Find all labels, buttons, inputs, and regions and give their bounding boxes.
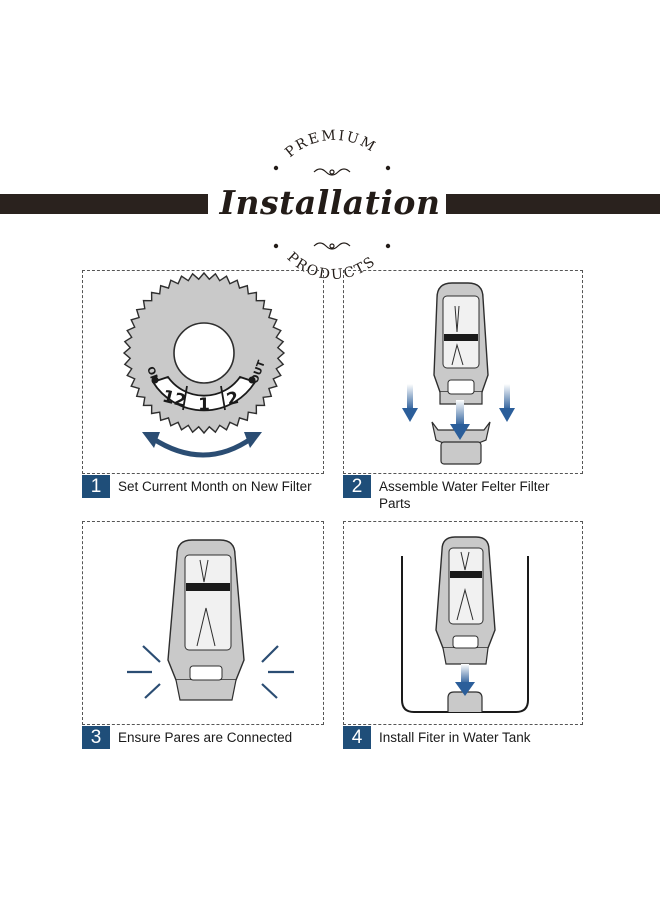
ornament-dot <box>385 165 391 171</box>
header-bar-left <box>0 194 208 214</box>
down-arrow-icon <box>499 384 515 422</box>
down-arrow-icon <box>455 664 475 696</box>
out-dot-icon <box>248 376 256 384</box>
step-2-caption: Assemble Water Felter Filter Parts <box>379 479 550 511</box>
connector-part-icon <box>442 647 489 665</box>
month-divider <box>182 385 188 411</box>
down-arrow-icon <box>402 384 418 422</box>
step-4-number: 4 <box>343 726 371 749</box>
arrow-head-left-icon <box>142 432 160 448</box>
page-title: Installation <box>219 183 441 222</box>
step-3-caption-row: 3 Ensure Pares are Connected <box>82 726 328 749</box>
filter-window <box>184 554 232 651</box>
header-ornament: PREMIUM PRODUCTS <box>273 128 391 283</box>
step-2-number: 2 <box>343 475 371 498</box>
filter-band <box>444 334 478 341</box>
down-arrow-icon <box>450 400 470 440</box>
click-lines-icon <box>127 645 294 699</box>
step-4-panel <box>343 521 583 725</box>
filter-window <box>442 295 480 369</box>
step-1-number: 1 <box>82 475 110 498</box>
flourish-top-icon <box>313 168 351 176</box>
filter-band <box>186 583 230 591</box>
month-2: 2 <box>225 388 241 410</box>
step-1-caption: Set Current Month on New Filter <box>118 479 312 494</box>
rotate-arrow-icon <box>150 435 254 458</box>
step-4-caption-row: 4 Install Fiter in Water Tank <box>343 726 579 749</box>
step-2-panel <box>343 270 583 474</box>
month-window <box>151 375 257 412</box>
step-1-caption-row: 1 Set Current Month on New Filter <box>82 475 328 498</box>
connector-part-icon <box>175 679 237 701</box>
header-bar-right <box>446 194 660 214</box>
filter-window <box>448 547 484 625</box>
month-1: 1 <box>198 395 210 415</box>
step-4-caption: Install Fiter in Water Tank <box>379 730 531 745</box>
ornament-dot <box>273 165 279 171</box>
step-1-panel <box>82 270 324 474</box>
filter-band <box>450 571 482 578</box>
on-dot-icon <box>151 376 159 384</box>
ornament-dot <box>273 243 279 249</box>
month-divider <box>220 385 226 411</box>
ornament-dot <box>385 243 391 249</box>
flourish-bottom-icon <box>313 242 351 250</box>
step-3-panel <box>82 521 324 725</box>
step-2-caption-row: 2 Assemble Water Felter Filter Parts <box>343 475 579 512</box>
dial-center-hole <box>173 322 235 384</box>
step-3-caption: Ensure Pares are Connected <box>118 730 293 745</box>
arrow-head-right-icon <box>244 432 262 448</box>
step-3-number: 3 <box>82 726 110 749</box>
